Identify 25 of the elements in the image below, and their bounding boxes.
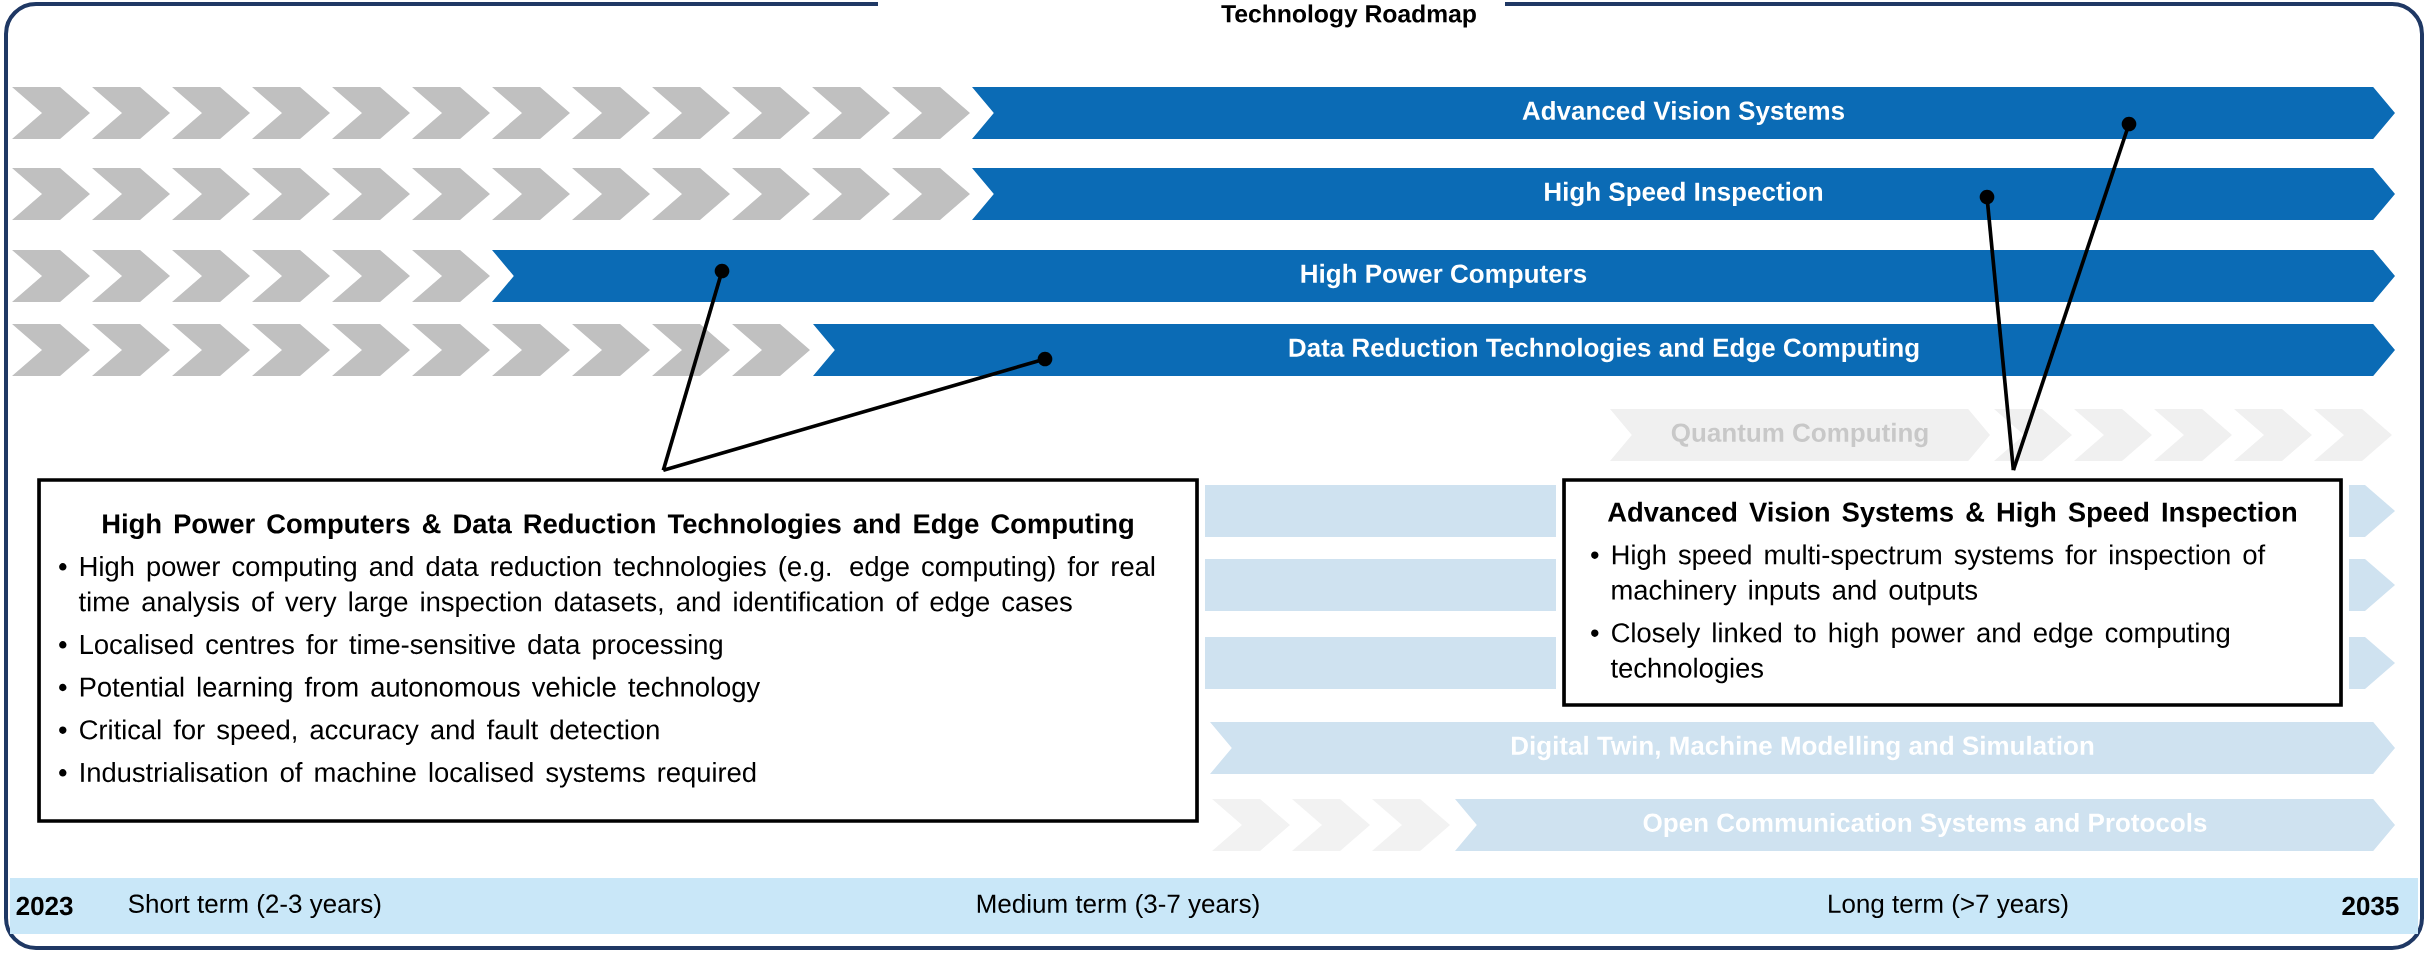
callout-heading: Advanced Vision Systems & High Speed Inspection <box>1608 501 2296 528</box>
bullet-item: • Localised centres for time-sensitive data processing <box>59 634 722 660</box>
term-label: Short term (2-3 years) <box>128 893 381 919</box>
callout-heading: High Power Computers & Data Reduction Technologies and Edge Computing <box>103 513 1133 540</box>
term-label: Medium term (3-7 years) <box>977 893 1259 919</box>
roadmap-bar: High Speed Inspection <box>972 168 2395 220</box>
leader-line <box>1979 189 2016 471</box>
bullet-item: • Potential learning from autonomous vehicle technology <box>59 676 761 703</box>
bullet-item: • Industrialisation of machine localised systems required <box>59 762 756 788</box>
year-label: 2023 <box>16 896 73 916</box>
leader-line <box>662 351 1053 472</box>
bullet-item: • High speed multi-spectrum systems for inspection of machinery inputs and outputs <box>1591 544 2266 606</box>
roadmap-bar: Advanced Vision Systems <box>972 87 2395 139</box>
callout-box <box>37 478 1199 823</box>
callout-box <box>1562 478 2343 707</box>
title: Technology Roadmap <box>1221 4 1476 28</box>
leader-line <box>661 263 730 471</box>
term-label: Long term (>7 years) <box>1829 893 2068 919</box>
roadmap-bar: High Power Computers <box>492 250 2395 302</box>
year-label: 2035 <box>2342 896 2399 916</box>
roadmap-bar: Data Reduction Technologies and Edge Computing <box>813 324 2395 376</box>
bullet-item: • Critical for speed, accuracy and fault detection <box>59 719 659 745</box>
bullet-item: • Closely linked to high power and edge computing technologies <box>1591 622 2229 684</box>
leader-line <box>2011 116 2137 471</box>
bullet-item: • High power computing and data reduction technologies (e.g. edge computing) for real time analysis of very large inspection datasets, and identification of edge cases <box>59 556 1155 617</box>
